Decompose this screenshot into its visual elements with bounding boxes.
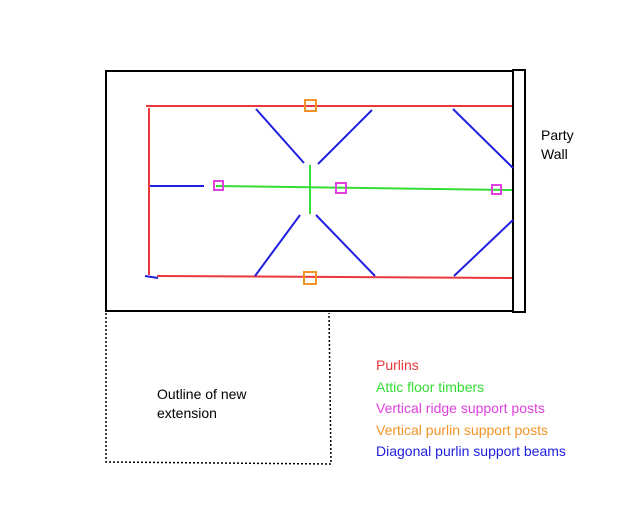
legend-item-ridge-posts: Vertical ridge support posts	[376, 400, 545, 416]
ridge-support-posts	[213, 180, 502, 195]
diagonal-beam	[144, 275, 159, 279]
ridge-post	[213, 180, 224, 191]
legend-item-purlins: Purlins	[376, 357, 419, 373]
ridge-post	[491, 184, 502, 195]
diagonal-support-beams	[144, 108, 514, 279]
legend: Purlins Attic floor timbers Vertical rid…	[376, 355, 566, 463]
purlin-support-posts	[303, 99, 317, 285]
extension-label-line: extension	[157, 405, 217, 421]
diagonal-beam	[453, 219, 514, 277]
purlin-post	[304, 99, 317, 112]
party-wall-label: Party Wall	[541, 126, 574, 164]
legend-item-purlin-posts: Vertical purlin support posts	[376, 421, 548, 438]
attic-floor-timbers	[215, 165, 513, 214]
extension-label: Outline of new extension	[157, 385, 247, 423]
extension-outline	[105, 312, 332, 465]
ridge-post	[335, 182, 347, 194]
legend-item-diagonal-beams: Diagonal purlin support beams	[376, 443, 566, 459]
diagonal-beam	[315, 214, 376, 277]
timber-ridge	[215, 185, 513, 191]
diagonal-beam	[317, 109, 373, 165]
party-wall	[512, 69, 526, 313]
party-wall-label-line: Party	[541, 127, 574, 143]
extension-label-line: Outline of new	[157, 386, 247, 402]
purlin-post	[303, 271, 317, 285]
party-wall-label-line: Wall	[541, 146, 568, 162]
purlins	[146, 105, 513, 279]
legend-item-attic-floor-timbers: Attic floor timbers	[376, 378, 485, 395]
purlin-bottom	[156, 275, 513, 279]
diagonal-beam	[255, 108, 305, 164]
diagonal-beam	[254, 214, 301, 277]
diagonal-beam	[452, 108, 514, 169]
